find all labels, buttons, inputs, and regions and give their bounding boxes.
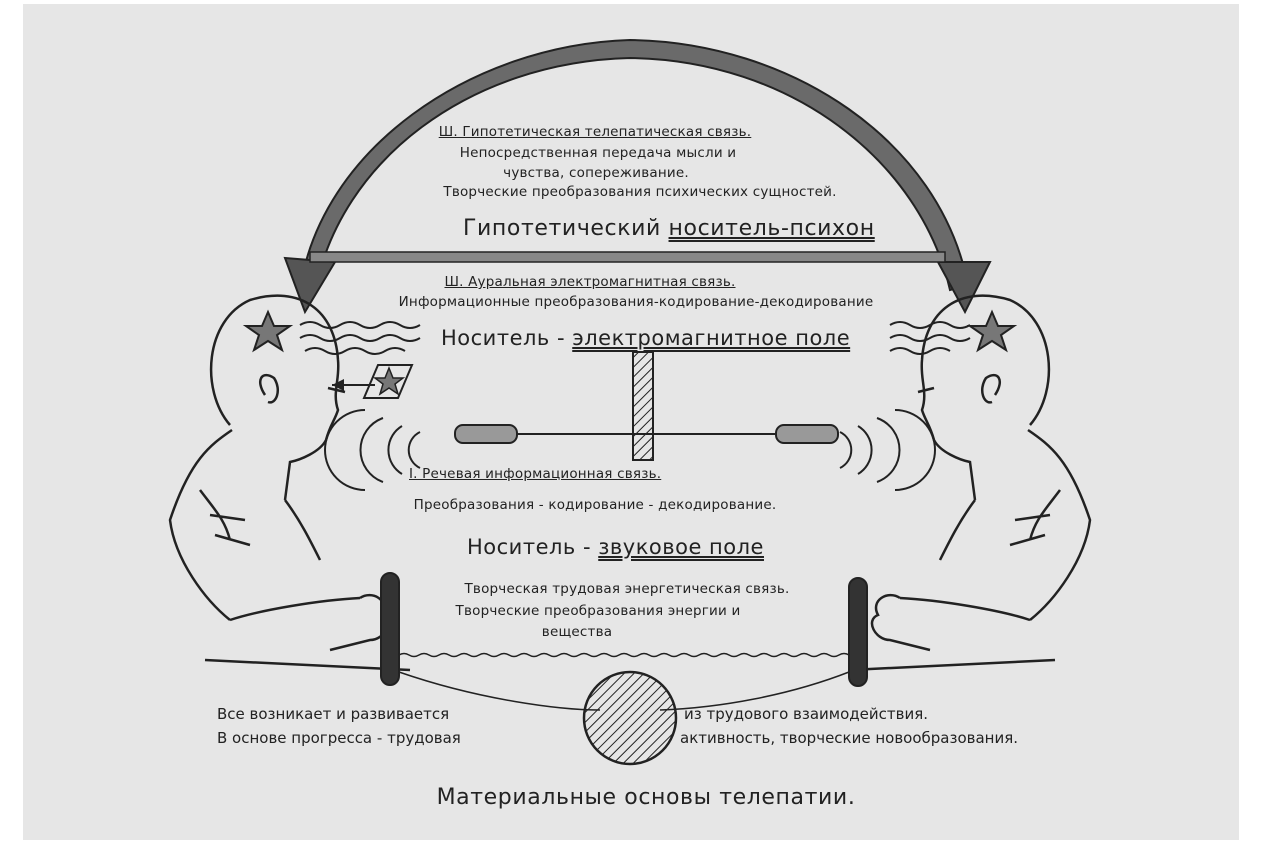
level3-line-3: Творческие преобразования психических су… [443, 184, 837, 200]
left-cylinder [454, 424, 518, 444]
level2-carrier-prefix: Носитель - [441, 326, 566, 350]
labor-line-3: вещества [541, 624, 613, 640]
barrier-pillar [632, 351, 654, 461]
level3-carrier-name: носитель-психон [668, 216, 875, 241]
right-person [849, 294, 1092, 672]
aural-waves [299, 321, 971, 355]
labor-line-2: Творческие преобразования энергии и [455, 603, 741, 619]
right-cylinder [775, 424, 839, 444]
bottom-right-line-2: активность, творческие новообразования. [680, 729, 1019, 747]
sound-waves [324, 409, 936, 491]
level3-line-1: Непосредственная передача мысли и [459, 145, 737, 161]
level2-title: Ш. Ауральная электромагнитная связь. [444, 274, 736, 290]
saw-blade [398, 652, 850, 658]
level3-line-2: чувства, сопереживание. [503, 165, 689, 181]
level1-carrier-prefix: Носитель - [467, 535, 592, 559]
level3-carrier: Гипотетический носитель-психон [463, 218, 875, 240]
level2-carrier-name: электромагнитное поле [572, 326, 851, 350]
labor-line-1: Творческая трудовая энергетическая связь… [464, 581, 790, 597]
level1-carrier-name: звуковое поле [598, 535, 764, 559]
left-saw-handle [380, 572, 400, 686]
log-circle [582, 670, 678, 766]
level1-line: Преобразования - кодирование - декодиров… [413, 497, 777, 513]
bottom-left-line-2: В основе прогресса - трудовая [217, 729, 461, 747]
level3-title: Ш. Гипотетическая телепатическая связь. [438, 124, 752, 140]
right-star-icon [966, 309, 1018, 353]
right-saw-handle [848, 577, 868, 687]
left-star-icon [242, 309, 294, 353]
level2-carrier: Носитель - электромагнитное поле [441, 328, 850, 349]
left-person [168, 294, 411, 672]
vision-card [332, 364, 414, 399]
level3-carrier-prefix: Гипотетический [463, 216, 661, 241]
psychon-bar [309, 251, 946, 263]
level2-line: Информационные преобразования-кодировани… [398, 294, 874, 310]
bottom-right-line-1: из трудового взаимодействия. [684, 705, 928, 723]
level1-title: I. Речевая информационная связь. [409, 466, 662, 482]
caption: Материальные основы телепатии. [436, 785, 856, 810]
level1-carrier: Носитель - звуковое поле [467, 537, 764, 558]
bottom-left-line-1: Все возникает и развивается [217, 705, 450, 723]
